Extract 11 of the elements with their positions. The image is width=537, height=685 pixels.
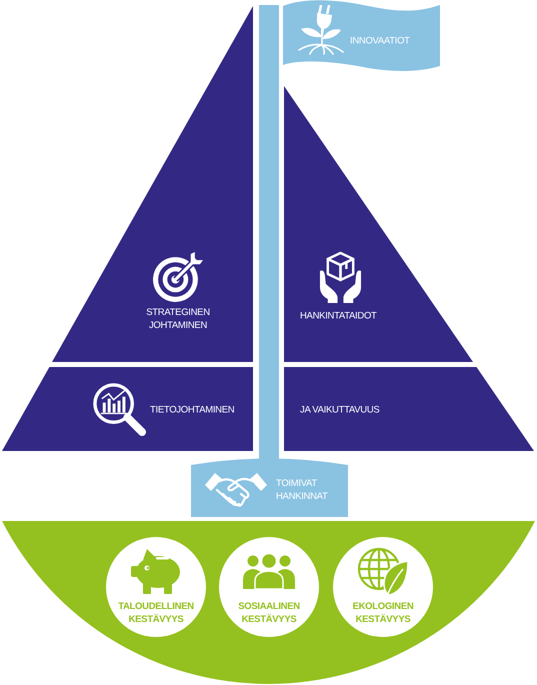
circle-label: SOSIAALINEN KESTÄVYYS [238,600,300,626]
sail-panel [2,367,253,451]
mast-base-label: TOIMIVAT HANKINNAT [276,477,328,503]
sail-label: HANKINTATAIDOT [300,310,377,322]
circle-label: EKOLOGINEN KESTÄVYYS [352,600,414,626]
sail-label: STRATEGINEN JOHTAMINEN [146,306,210,332]
sail-label: JA VAIKUTTAVUUS [300,404,380,416]
sail-label: TIETOJOHTAMINEN [150,404,234,416]
sail-panel [284,367,534,451]
circle-label: TALOUDELLINEN KESTÄVYYS [118,600,194,626]
flag-label: INNOVAATIOT [350,34,410,48]
